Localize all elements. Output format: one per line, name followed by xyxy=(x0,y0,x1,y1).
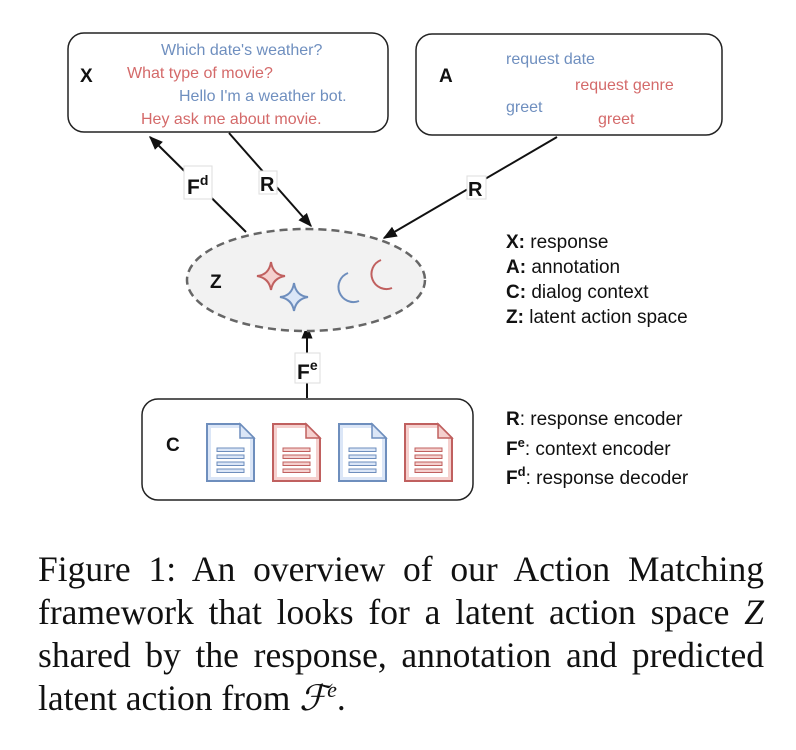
edge-r-response: R xyxy=(228,132,312,228)
annotation-box-a: A request date request genre greet greet xyxy=(415,33,723,136)
edge-r-annotation: R xyxy=(382,136,558,239)
caption-line: shared by the response, annotation and p… xyxy=(38,635,764,675)
figure-caption: Figure 1: An overview of our Action Matc… xyxy=(38,548,764,720)
annotation-act: request genre xyxy=(575,77,674,94)
edge-label-r: R xyxy=(468,179,483,201)
document-icon-red xyxy=(272,422,322,482)
legend-item: R: response encoder xyxy=(506,409,683,430)
response-utterance: Hello I'm a weather bot. xyxy=(179,88,347,105)
caption-line: framework that looks for a latent action… xyxy=(38,592,764,632)
legend-item: Fd: response decoder xyxy=(506,464,689,489)
legend-bottom: R: response encoder Fe: context encoder … xyxy=(506,409,689,489)
context-box-c: C xyxy=(141,398,474,501)
legend-item: Fe: context encoder xyxy=(506,435,671,460)
box-label-z: Z xyxy=(210,272,222,293)
legend-item: A: annotation xyxy=(506,257,620,278)
box-label-a: A xyxy=(439,66,453,87)
response-utterance: Hey ask me about movie. xyxy=(141,111,322,128)
document-icon-red xyxy=(404,422,454,482)
edge-label-fd: Fd xyxy=(187,172,208,199)
latent-space-z: Z xyxy=(185,227,427,333)
moon-icon-red xyxy=(370,259,393,291)
edge-fe: Fe xyxy=(294,324,321,398)
framework-diagram: X Which date's weather? What type of mov… xyxy=(67,32,723,501)
box-label-c: C xyxy=(166,435,180,456)
legend-item: X: response xyxy=(506,232,608,253)
legend-item: C: dialog context xyxy=(506,282,649,303)
response-box-x: X Which date's weather? What type of mov… xyxy=(67,32,389,133)
legend-top: X: response A: annotation C: dialog cont… xyxy=(506,232,688,328)
caption-line: latent action from ℱe. xyxy=(38,677,346,719)
annotation-act: greet xyxy=(506,99,543,116)
legend-item: Z: latent action space xyxy=(506,307,688,328)
annotation-act: greet xyxy=(598,111,635,128)
caption-line: Figure 1: An overview of our Action Matc… xyxy=(38,549,764,589)
edge-label-r: R xyxy=(260,174,275,196)
moon-icon-blue xyxy=(337,272,360,304)
annotation-act: request date xyxy=(506,51,595,68)
edge-label-fe: Fe xyxy=(297,357,318,384)
edge-fd: Fd xyxy=(149,136,247,233)
box-label-x: X xyxy=(80,66,93,87)
response-utterance: What type of movie? xyxy=(127,65,273,82)
document-icon-blue xyxy=(206,422,256,482)
document-icon-blue xyxy=(338,422,388,482)
star-icon-blue xyxy=(279,282,309,312)
response-utterance: Which date's weather? xyxy=(161,42,322,59)
star-icon-red xyxy=(256,261,286,291)
